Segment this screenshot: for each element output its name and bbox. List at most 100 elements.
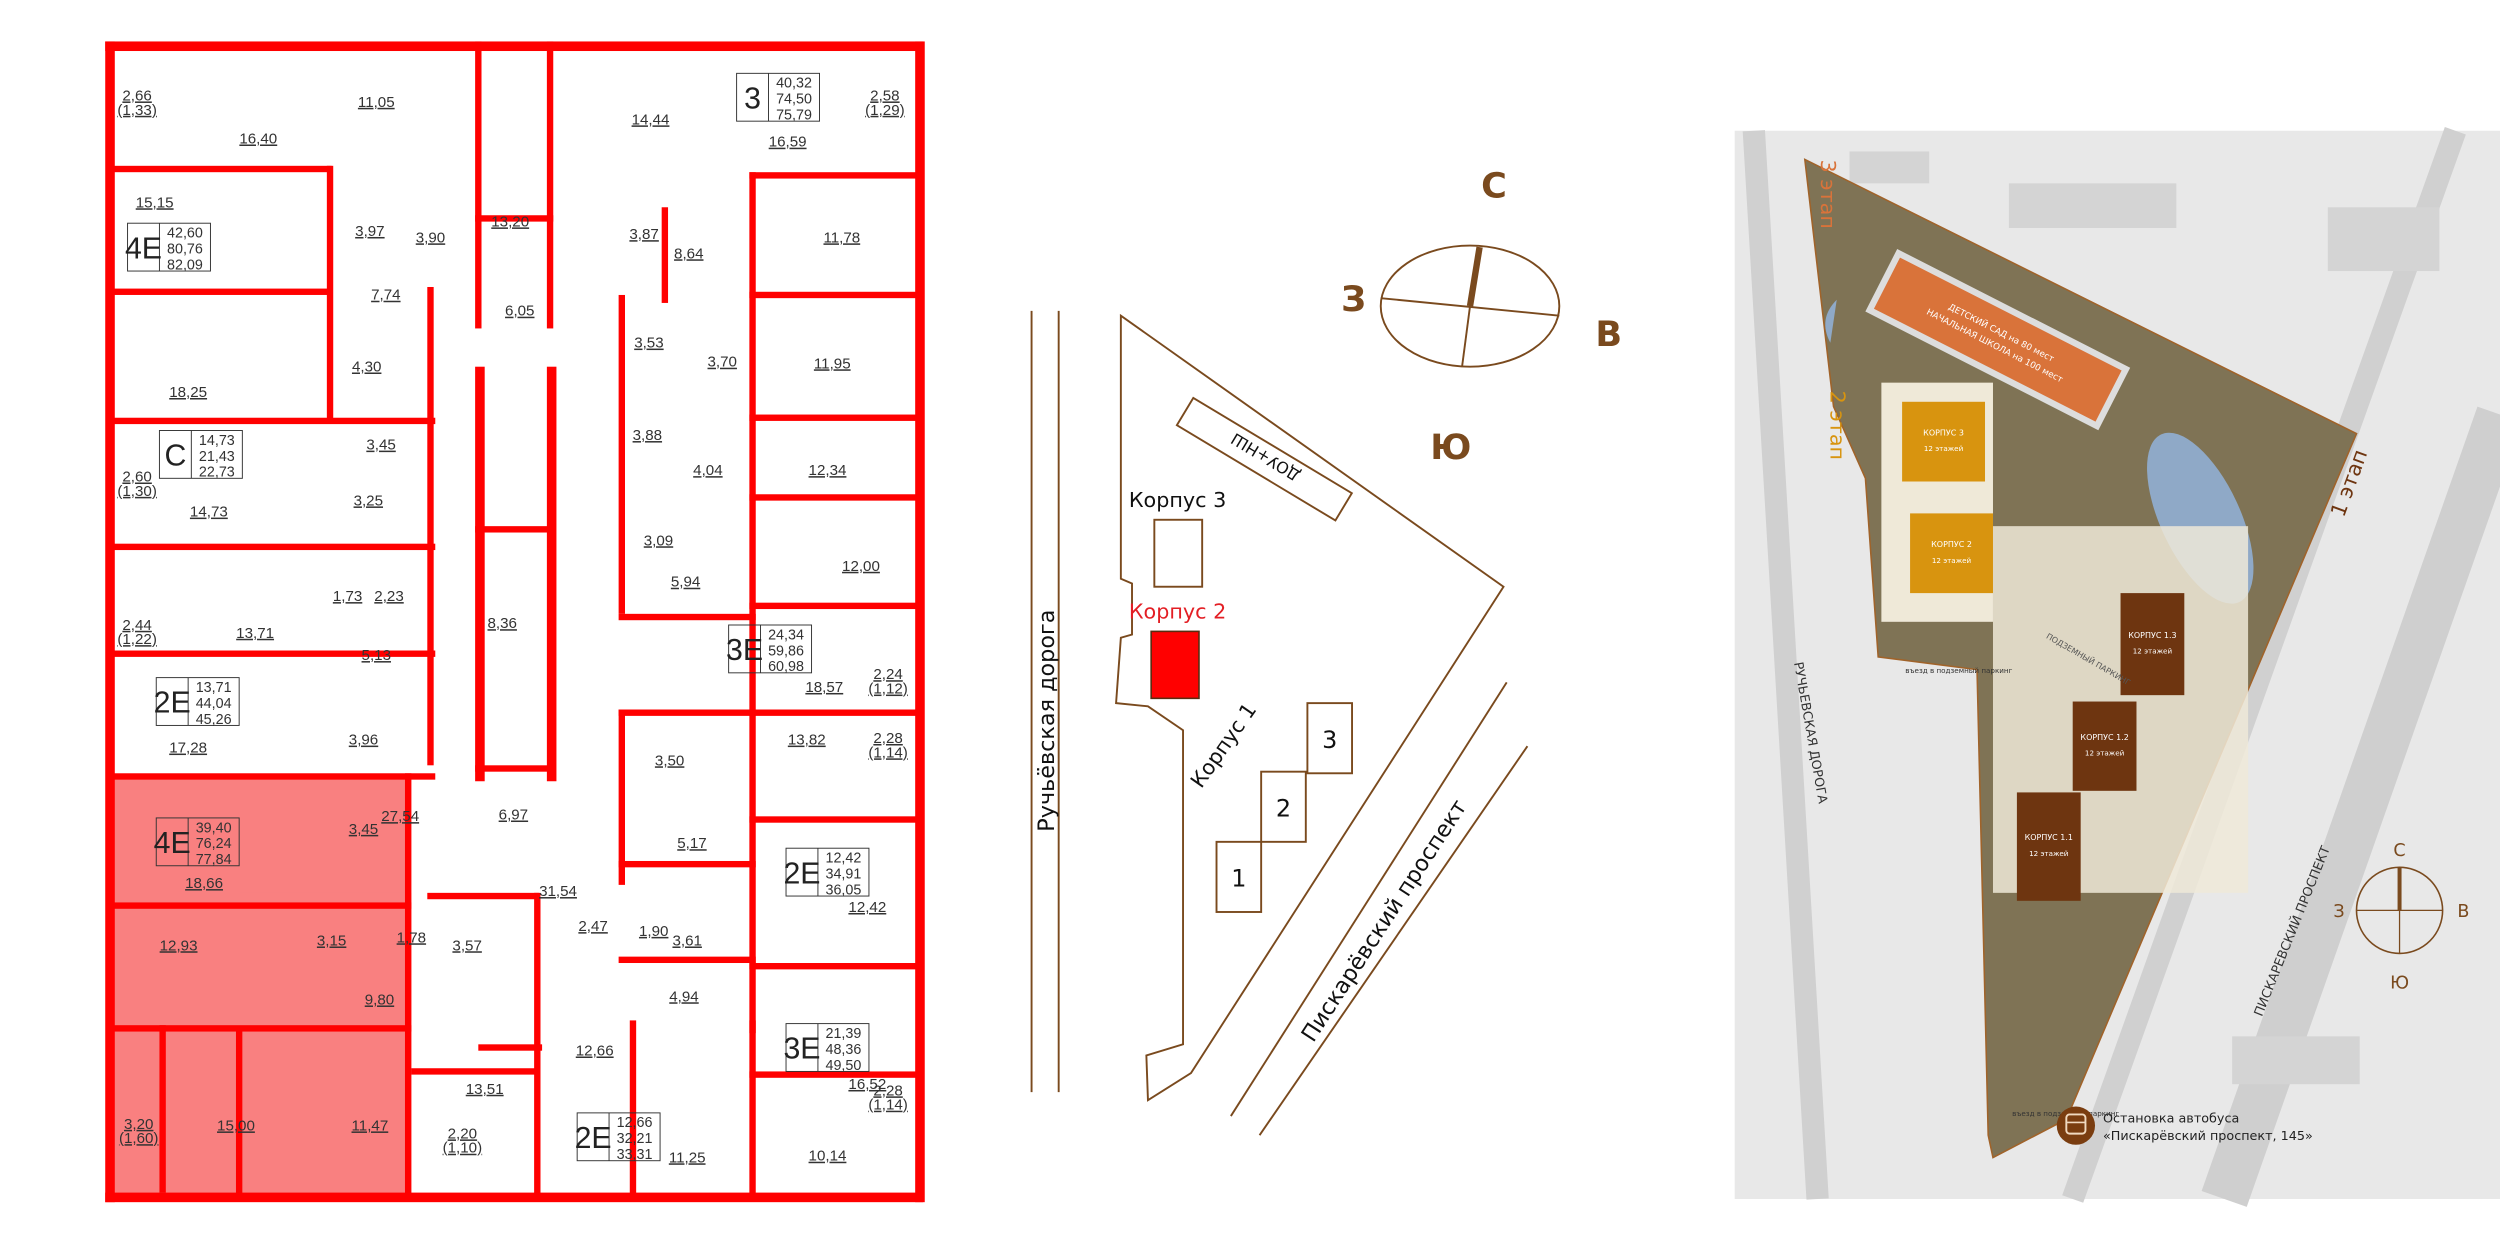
site-building[interactable]: КОРПУС 1.312 этажей bbox=[2120, 593, 2185, 696]
room-area-label: 3,61 bbox=[672, 932, 701, 949]
room-area-label: 8,36 bbox=[488, 615, 517, 632]
total-area-with-balcony: 33,31 bbox=[617, 1147, 653, 1163]
site-building-name: КОРПУС 3 bbox=[1923, 428, 1964, 437]
site-building-shape bbox=[2120, 593, 2185, 696]
room-area-label: 5,13 bbox=[362, 647, 391, 664]
wall bbox=[749, 494, 922, 501]
road-right-label: Пискарёвский проспект bbox=[1296, 795, 1472, 1047]
site-building[interactable]: КОРПУС 312 этажей bbox=[1902, 401, 1986, 482]
room-area-label: 14,73 bbox=[190, 504, 228, 521]
site-compass-icon: С З В Ю bbox=[2333, 841, 2469, 993]
room-area-label: 8,64 bbox=[674, 245, 703, 262]
living-area: 13,71 bbox=[196, 680, 232, 696]
wall bbox=[618, 613, 756, 621]
floor-plan: 2,66(1,33)16,4011,0514,442,58(1,29)16,59… bbox=[105, 41, 925, 1203]
total-area-with-balcony: 22,73 bbox=[199, 465, 235, 481]
room-area-label: 12,66 bbox=[576, 1042, 614, 1059]
room-area-label: 1,78 bbox=[397, 929, 426, 946]
room-area-label: 11,47 bbox=[352, 1117, 389, 1134]
bus-stop-name: «Пискарёвский проспект, 145» bbox=[2103, 1129, 2313, 1144]
room-area-label: 3,87 bbox=[629, 226, 658, 243]
site-building[interactable]: КОРПУС 1.212 этажей bbox=[2072, 701, 2137, 791]
wall bbox=[661, 207, 669, 303]
walls bbox=[105, 41, 925, 1203]
room-area-label: 11,78 bbox=[823, 229, 860, 246]
room-area-label: 2,28 bbox=[873, 730, 902, 747]
site-building-name: КОРПУС 1.1 bbox=[2025, 833, 2073, 842]
wall bbox=[749, 291, 922, 299]
room-labels: 2,66(1,33)16,4011,0514,442,58(1,29)16,59… bbox=[117, 87, 907, 1166]
room-area-label: 3,25 bbox=[354, 492, 383, 509]
living-area: 12,66 bbox=[617, 1115, 653, 1131]
wall bbox=[749, 1020, 756, 1196]
room-area-label: 1,73 bbox=[333, 588, 362, 605]
apartment-box-frame bbox=[155, 677, 240, 726]
building3-label: Корпус 3 bbox=[1129, 488, 1227, 512]
compass-icon: С З В Ю bbox=[1341, 166, 1622, 468]
site-compass-east: В bbox=[2457, 902, 2469, 922]
wall bbox=[475, 765, 554, 772]
bus-stop-label: Остановка автобуса bbox=[2103, 1111, 2239, 1126]
road-line bbox=[1258, 745, 1529, 1136]
room-area-label: 2,60 bbox=[122, 469, 151, 486]
wall bbox=[411, 1068, 539, 1075]
building3-box[interactable] bbox=[1153, 518, 1204, 588]
site-building[interactable]: КОРПУС 212 этажей bbox=[1910, 513, 1993, 594]
section-1-box[interactable] bbox=[1215, 840, 1263, 913]
total-area-with-balcony: 82,09 bbox=[167, 257, 203, 273]
wall bbox=[108, 543, 436, 551]
room-area-label: 7,74 bbox=[371, 287, 400, 304]
room-area-label: 13,51 bbox=[466, 1081, 504, 1098]
room-area-label: 3,50 bbox=[655, 752, 684, 769]
living-area: 40,32 bbox=[776, 76, 812, 92]
room-area-label: 12,00 bbox=[842, 558, 880, 575]
room-area-label: 13,20 bbox=[491, 213, 529, 230]
room-area-label: 12,93 bbox=[160, 937, 198, 954]
total-area: 21,43 bbox=[199, 449, 235, 465]
room-area-label: 3,96 bbox=[349, 732, 378, 749]
room-area-label: 3,20 bbox=[124, 1116, 153, 1133]
room-area-label: 3,53 bbox=[634, 335, 663, 352]
compass-south: Ю bbox=[1430, 427, 1471, 468]
apartment-box-frame bbox=[155, 817, 240, 867]
total-area: 44,04 bbox=[196, 696, 232, 712]
wall bbox=[475, 366, 485, 782]
wall bbox=[618, 709, 625, 885]
wall bbox=[159, 1025, 166, 1193]
wall bbox=[475, 41, 482, 329]
wall bbox=[749, 816, 922, 823]
total-area-with-balcony: 75,79 bbox=[776, 108, 812, 124]
room-area-label: 3,70 bbox=[708, 354, 737, 371]
wall bbox=[915, 41, 925, 1203]
compass-west: З bbox=[1341, 279, 1366, 320]
site-building-floors: 12 этажей bbox=[2029, 849, 2068, 858]
total-area: 80,76 bbox=[167, 242, 203, 258]
wall bbox=[105, 41, 924, 52]
roads bbox=[1742, 126, 2466, 1203]
site-building-name: КОРПУС 2 bbox=[1931, 540, 1972, 549]
room-area-label: 2,66 bbox=[122, 87, 151, 104]
apartment-type: 3E bbox=[726, 634, 763, 667]
site-building[interactable]: КОРПУС 1.1 12 этажей bbox=[2016, 792, 2081, 901]
site-outline bbox=[1115, 313, 1505, 1102]
room-area-label: 31,54 bbox=[539, 883, 577, 900]
building2-box-selected[interactable] bbox=[1150, 630, 1200, 700]
section-3-box[interactable] bbox=[1306, 702, 1353, 775]
room-area-label: 3,90 bbox=[416, 229, 445, 246]
section-2-box[interactable] bbox=[1260, 770, 1307, 843]
total-area: 74,50 bbox=[776, 92, 812, 108]
room-area-label: 1,90 bbox=[639, 923, 668, 940]
wall bbox=[108, 1025, 412, 1032]
wall bbox=[475, 215, 554, 222]
apartment-box-frame bbox=[785, 847, 870, 897]
room-area-label: 16,59 bbox=[769, 134, 807, 151]
